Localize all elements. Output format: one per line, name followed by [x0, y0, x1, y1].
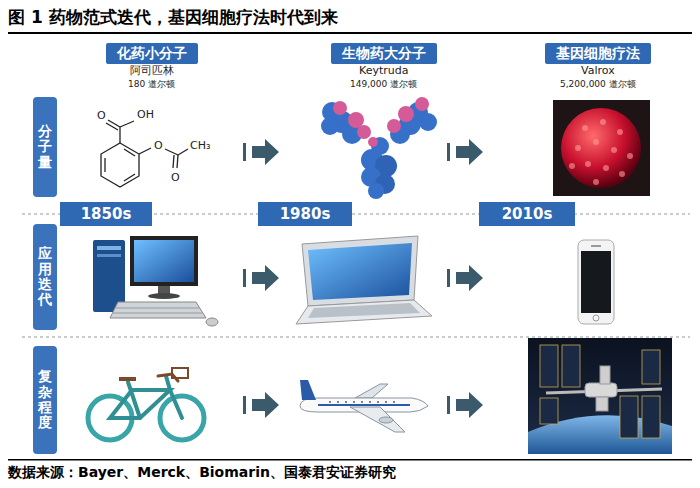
column-header-text: 生物药大分子: [342, 43, 426, 64]
molecular-weight: 180 道尔顿: [128, 79, 175, 90]
row-header: 分子量: [33, 97, 57, 197]
era-box: 1980s: [258, 202, 352, 226]
molecular-weight: 5,200,000 道尔顿: [560, 79, 636, 90]
rule-lines: [8, 32, 692, 461]
column-header-text: 化药小分子: [117, 43, 187, 64]
atom-label: CH₃: [190, 139, 210, 152]
molecular-weight: 149,000 道尔顿: [350, 79, 417, 90]
column-header: 化药小分子: [106, 43, 198, 64]
column-header: 基因细胞疗法: [545, 43, 651, 64]
row-header: 应用迭代: [33, 224, 57, 330]
aspirin-structure: [101, 120, 188, 187]
column-header: 生物药大分子: [331, 43, 437, 64]
era-box: 2010s: [479, 202, 575, 226]
desktop-computer: [93, 236, 218, 326]
laptop: [296, 236, 432, 324]
era-box-text: 1850s: [81, 202, 132, 226]
column-header-text: 基因细胞疗法: [556, 43, 640, 64]
atom-label: OH: [137, 108, 154, 121]
virus-figure: [553, 100, 650, 196]
drug-name: Keytruda: [359, 64, 408, 77]
figure-title: 图 1 药物范式迭代，基因细胞疗法时代到来: [8, 6, 338, 29]
era-box-text: 1980s: [280, 202, 331, 226]
antibody-figure: [321, 97, 437, 199]
source-caption: 数据来源：Bayer、Merck、Biomarin、国泰君安证券研究: [8, 464, 396, 482]
bicycle: [88, 368, 204, 440]
era-box-text: 2010s: [502, 202, 553, 226]
airplane: [300, 380, 428, 432]
smartphone: [578, 240, 614, 324]
drug-name: 阿司匹林: [130, 64, 174, 77]
atom-label: O: [154, 139, 163, 152]
row-header-text: 复杂程度: [38, 369, 52, 431]
drug-name: Valrox: [581, 64, 615, 77]
space-station: [528, 338, 672, 454]
row-header: 复杂程度: [33, 346, 57, 454]
atom-label: O: [97, 109, 106, 122]
block-arrows: [243, 139, 483, 418]
row-header-text: 应用迭代: [38, 246, 52, 308]
atom-label: O: [171, 171, 180, 184]
era-box: 1850s: [60, 202, 152, 226]
row-header-text: 分子量: [38, 124, 52, 170]
